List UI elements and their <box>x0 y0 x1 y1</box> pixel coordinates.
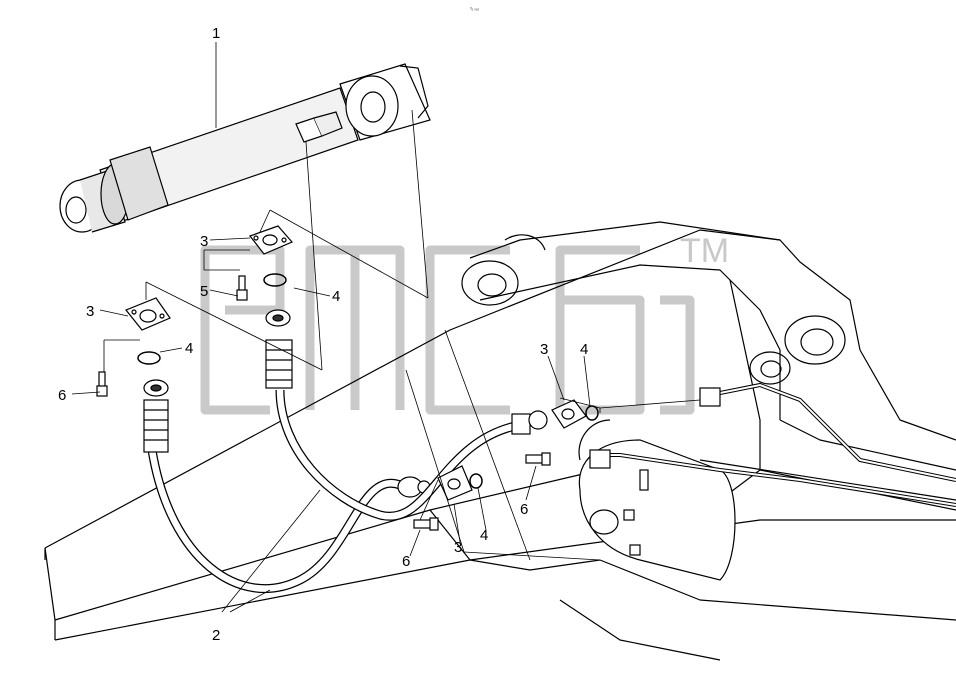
header-mark: ⁰ₒ ₀₀₀ <box>470 6 480 11</box>
watermark <box>200 245 695 415</box>
callout-1: 1 <box>212 25 220 42</box>
assembly-lines <box>71 42 701 613</box>
hose-left-fitting <box>143 399 169 453</box>
bolt-left <box>96 371 108 397</box>
callout-4-upper: 4 <box>332 288 340 305</box>
callout-labels: ⁰ₒ ₀₀₀ 1 2 3 3 3 3 4 4 4 4 5 6 6 6 <box>58 6 588 644</box>
callout-4-left: 4 <box>185 340 193 357</box>
watermark-letter-tail <box>660 295 695 415</box>
callout-6-valve-right: 6 <box>520 501 528 518</box>
rigid-pipes <box>589 382 956 507</box>
o-ring-left <box>137 351 161 365</box>
callout-5: 5 <box>200 283 208 300</box>
hydraulic-cylinder <box>59 63 431 233</box>
bolt-valve-left <box>413 517 439 531</box>
watermark-trademark: TM <box>680 232 729 270</box>
hose-right <box>265 309 548 521</box>
bolt-upper <box>236 275 248 301</box>
callout-2: 2 <box>212 627 220 644</box>
hose-right-fitting <box>265 339 293 389</box>
bolt-valve-right <box>525 452 551 466</box>
callout-6-left: 6 <box>58 387 66 404</box>
leader-2 <box>221 489 321 613</box>
callout-4-valve-left: 4 <box>480 527 488 544</box>
watermark-letter-c <box>425 245 510 415</box>
hose-left <box>143 379 431 594</box>
callout-3-upper: 3 <box>200 233 208 250</box>
o-rings <box>137 273 599 489</box>
callout-6-valve-left: 6 <box>402 553 410 570</box>
callout-3-valve-left: 3 <box>454 539 462 556</box>
callout-4-valve-right: 4 <box>580 341 588 358</box>
o-ring-upper <box>263 273 287 287</box>
flange-valve-left <box>437 465 473 501</box>
valve-block <box>578 419 736 581</box>
bolts <box>96 275 551 531</box>
flange-valve-right <box>551 399 587 429</box>
watermark-letter-m <box>305 245 405 410</box>
flange-upper <box>249 225 293 255</box>
callout-3-valve-right: 3 <box>540 341 548 358</box>
flange-left <box>125 297 171 331</box>
o-ring-valve-left <box>469 473 483 489</box>
callout-3-left: 3 <box>86 303 94 320</box>
boom-structure <box>44 221 956 661</box>
